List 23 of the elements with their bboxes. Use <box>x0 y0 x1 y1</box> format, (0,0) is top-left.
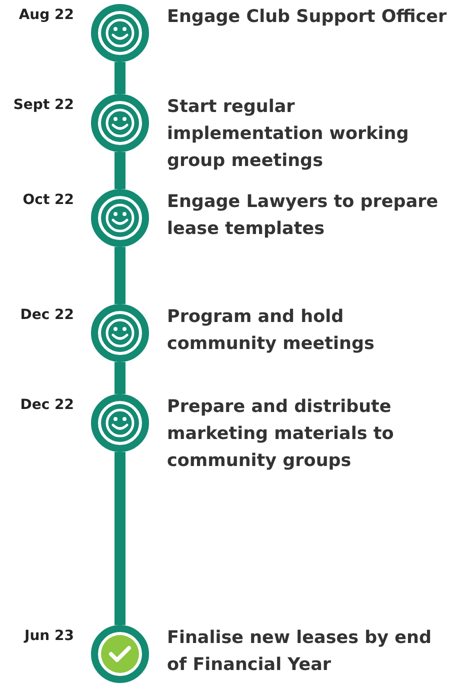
date-label: Dec 22 <box>19 307 74 323</box>
milestone-text: Finalise new leases by end of Financial Year <box>167 627 433 677</box>
date-label: Sept 22 <box>12 97 74 113</box>
connector-line <box>114 452 126 625</box>
date-label: Aug 22 <box>18 7 74 23</box>
milestone-text: Start regular implementation working group meetings <box>167 96 410 173</box>
milestone-text: Engage Lawyers to prepare lease templates <box>167 191 440 241</box>
date-label: Jun 23 <box>22 628 74 644</box>
smiley-face-icon <box>91 189 149 247</box>
connector-line <box>114 247 126 304</box>
milestone-text: Program and hold community meetings <box>167 306 376 356</box>
connector-line <box>114 362 126 394</box>
milestone-text: Prepare and distribute marketing materials to community groups <box>167 396 395 473</box>
smiley-face-icon <box>91 394 149 452</box>
smiley-face-icon <box>91 4 149 62</box>
checkmark-icon <box>91 625 149 683</box>
connector-line <box>114 62 126 94</box>
milestone-text: Engage Club Support Officer <box>167 6 448 29</box>
date-label: Dec 22 <box>19 397 74 413</box>
smiley-face-icon <box>91 304 149 362</box>
connector-line <box>114 152 126 189</box>
date-label: Oct 22 <box>22 192 74 208</box>
smiley-face-icon <box>91 94 149 152</box>
